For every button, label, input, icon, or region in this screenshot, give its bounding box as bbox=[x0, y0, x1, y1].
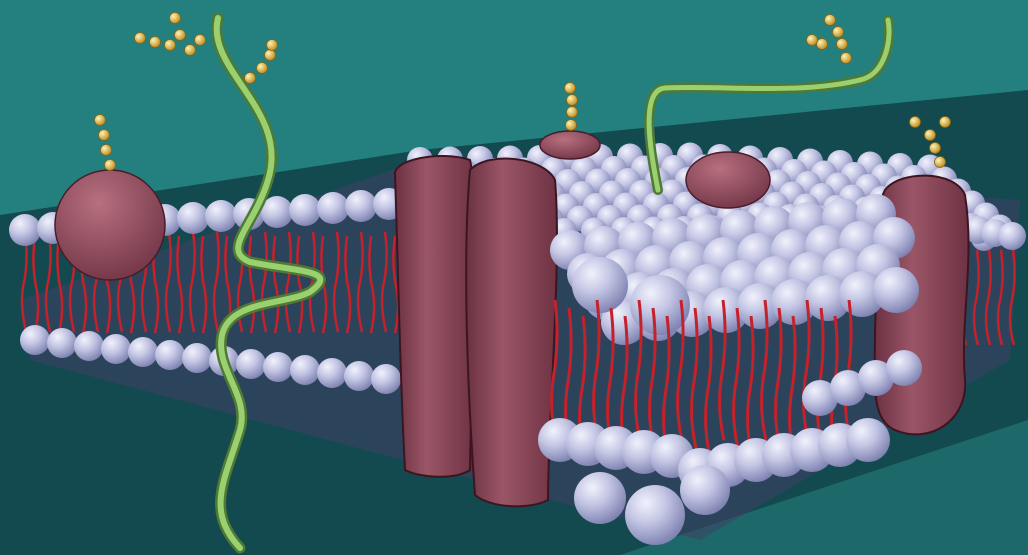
phospholipid-head bbox=[886, 350, 922, 386]
phospholipid-head bbox=[344, 361, 374, 391]
phospholipid-head bbox=[289, 194, 321, 226]
carbohydrate-bead bbox=[565, 83, 576, 94]
carbohydrate-bead bbox=[833, 27, 844, 38]
carbohydrate-bead bbox=[566, 120, 577, 131]
phospholipid-head bbox=[846, 418, 890, 462]
phospholipid-head bbox=[205, 200, 237, 232]
phospholipid-head bbox=[574, 472, 626, 524]
phospholipid-head bbox=[236, 349, 266, 379]
phospholipid-head bbox=[371, 364, 401, 394]
carbohydrate-bead bbox=[195, 35, 206, 46]
carbohydrate-bead bbox=[825, 15, 836, 26]
phospholipid-head bbox=[9, 214, 41, 246]
phospholipid-head bbox=[317, 192, 349, 224]
carbohydrate-bead bbox=[135, 33, 146, 44]
carbohydrate-bead bbox=[817, 39, 828, 50]
phospholipid-head bbox=[74, 331, 104, 361]
phospholipid-head bbox=[263, 352, 293, 382]
carbohydrate-bead bbox=[175, 30, 186, 41]
carbohydrate-bead bbox=[105, 160, 116, 171]
phospholipid-head bbox=[101, 334, 131, 364]
peripheral-protein-top-right bbox=[686, 152, 770, 208]
phospholipid-head bbox=[47, 328, 77, 358]
phospholipid-head bbox=[155, 340, 185, 370]
phospholipid-head bbox=[20, 325, 50, 355]
phospholipid-head bbox=[998, 222, 1026, 250]
phospholipid-head bbox=[680, 465, 730, 515]
phospholipid-head bbox=[572, 257, 628, 313]
peripheral-protein-top-center bbox=[540, 131, 600, 159]
carbohydrate-bead bbox=[95, 115, 106, 126]
phospholipid-head bbox=[290, 355, 320, 385]
carbohydrate-bead bbox=[935, 157, 946, 168]
carbohydrate-bead bbox=[930, 143, 941, 154]
carbohydrate-bead bbox=[265, 50, 276, 61]
peripheral-protein-left bbox=[55, 170, 165, 280]
carbohydrate-bead bbox=[245, 73, 256, 84]
carbohydrate-bead bbox=[807, 35, 818, 46]
carbohydrate-bead bbox=[99, 130, 110, 141]
phospholipid-head bbox=[182, 343, 212, 373]
carbohydrate-bead bbox=[841, 53, 852, 64]
carbohydrate-bead bbox=[925, 130, 936, 141]
carbohydrate-bead bbox=[257, 63, 268, 74]
phospholipid-head bbox=[345, 190, 377, 222]
phospholipid-head bbox=[128, 337, 158, 367]
carbohydrate-bead bbox=[185, 45, 196, 56]
phospholipid-head bbox=[625, 485, 685, 545]
carbohydrate-bead bbox=[910, 117, 921, 128]
phospholipid-head bbox=[317, 358, 347, 388]
channel-protein bbox=[395, 156, 557, 506]
phospholipid-head bbox=[177, 202, 209, 234]
carbohydrate-bead bbox=[165, 40, 176, 51]
carbohydrate-bead bbox=[101, 145, 112, 156]
carbohydrate-bead bbox=[150, 37, 161, 48]
carbohydrate-bead bbox=[170, 13, 181, 24]
carbohydrate-bead bbox=[940, 117, 951, 128]
carbohydrate-bead bbox=[567, 107, 578, 118]
carbohydrate-bead bbox=[267, 40, 278, 51]
carbohydrate-bead bbox=[567, 95, 578, 106]
carbohydrate-bead bbox=[837, 39, 848, 50]
phospholipid-head bbox=[873, 267, 919, 313]
